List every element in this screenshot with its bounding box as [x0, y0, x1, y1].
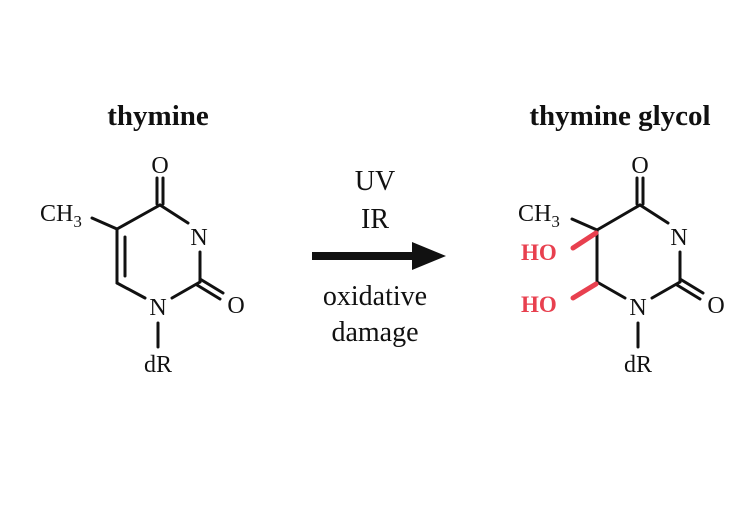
bonds — [90, 176, 225, 349]
thymine-glycol-structure: thymine glycol O N N O dR CH3 HO HO — [518, 100, 725, 378]
atom-o-top: O — [151, 153, 168, 179]
sugar-dr: dR — [144, 352, 172, 378]
condition-ir: IR — [361, 204, 389, 235]
thymine-glycol-title: thymine glycol — [529, 100, 710, 132]
atom-n1: N — [149, 295, 166, 321]
atom-o-right: O — [707, 293, 724, 319]
condition-oxidative: oxidative — [323, 281, 427, 312]
atom-o-right: O — [227, 293, 244, 319]
atom-n3: N — [190, 225, 207, 251]
condition-damage: damage — [331, 317, 418, 348]
bonds — [570, 176, 705, 349]
condition-uv: UV — [355, 166, 395, 197]
hydroxyl-2: HO — [521, 292, 557, 317]
sugar-dr: dR — [624, 352, 652, 378]
methyl-group: CH3 — [518, 201, 560, 231]
arrow-head-icon — [412, 242, 446, 270]
hydroxyl-1: HO — [521, 240, 557, 265]
thymine-structure: thymine O N N O dR CH3 — [40, 100, 245, 378]
atom-o-top: O — [631, 153, 648, 179]
atom-n1: N — [629, 295, 646, 321]
methyl-group: CH3 — [40, 201, 82, 231]
atom-n3: N — [670, 225, 687, 251]
reaction-arrow: UV IR oxidative damage — [312, 166, 446, 348]
thymine-title: thymine — [107, 100, 209, 132]
